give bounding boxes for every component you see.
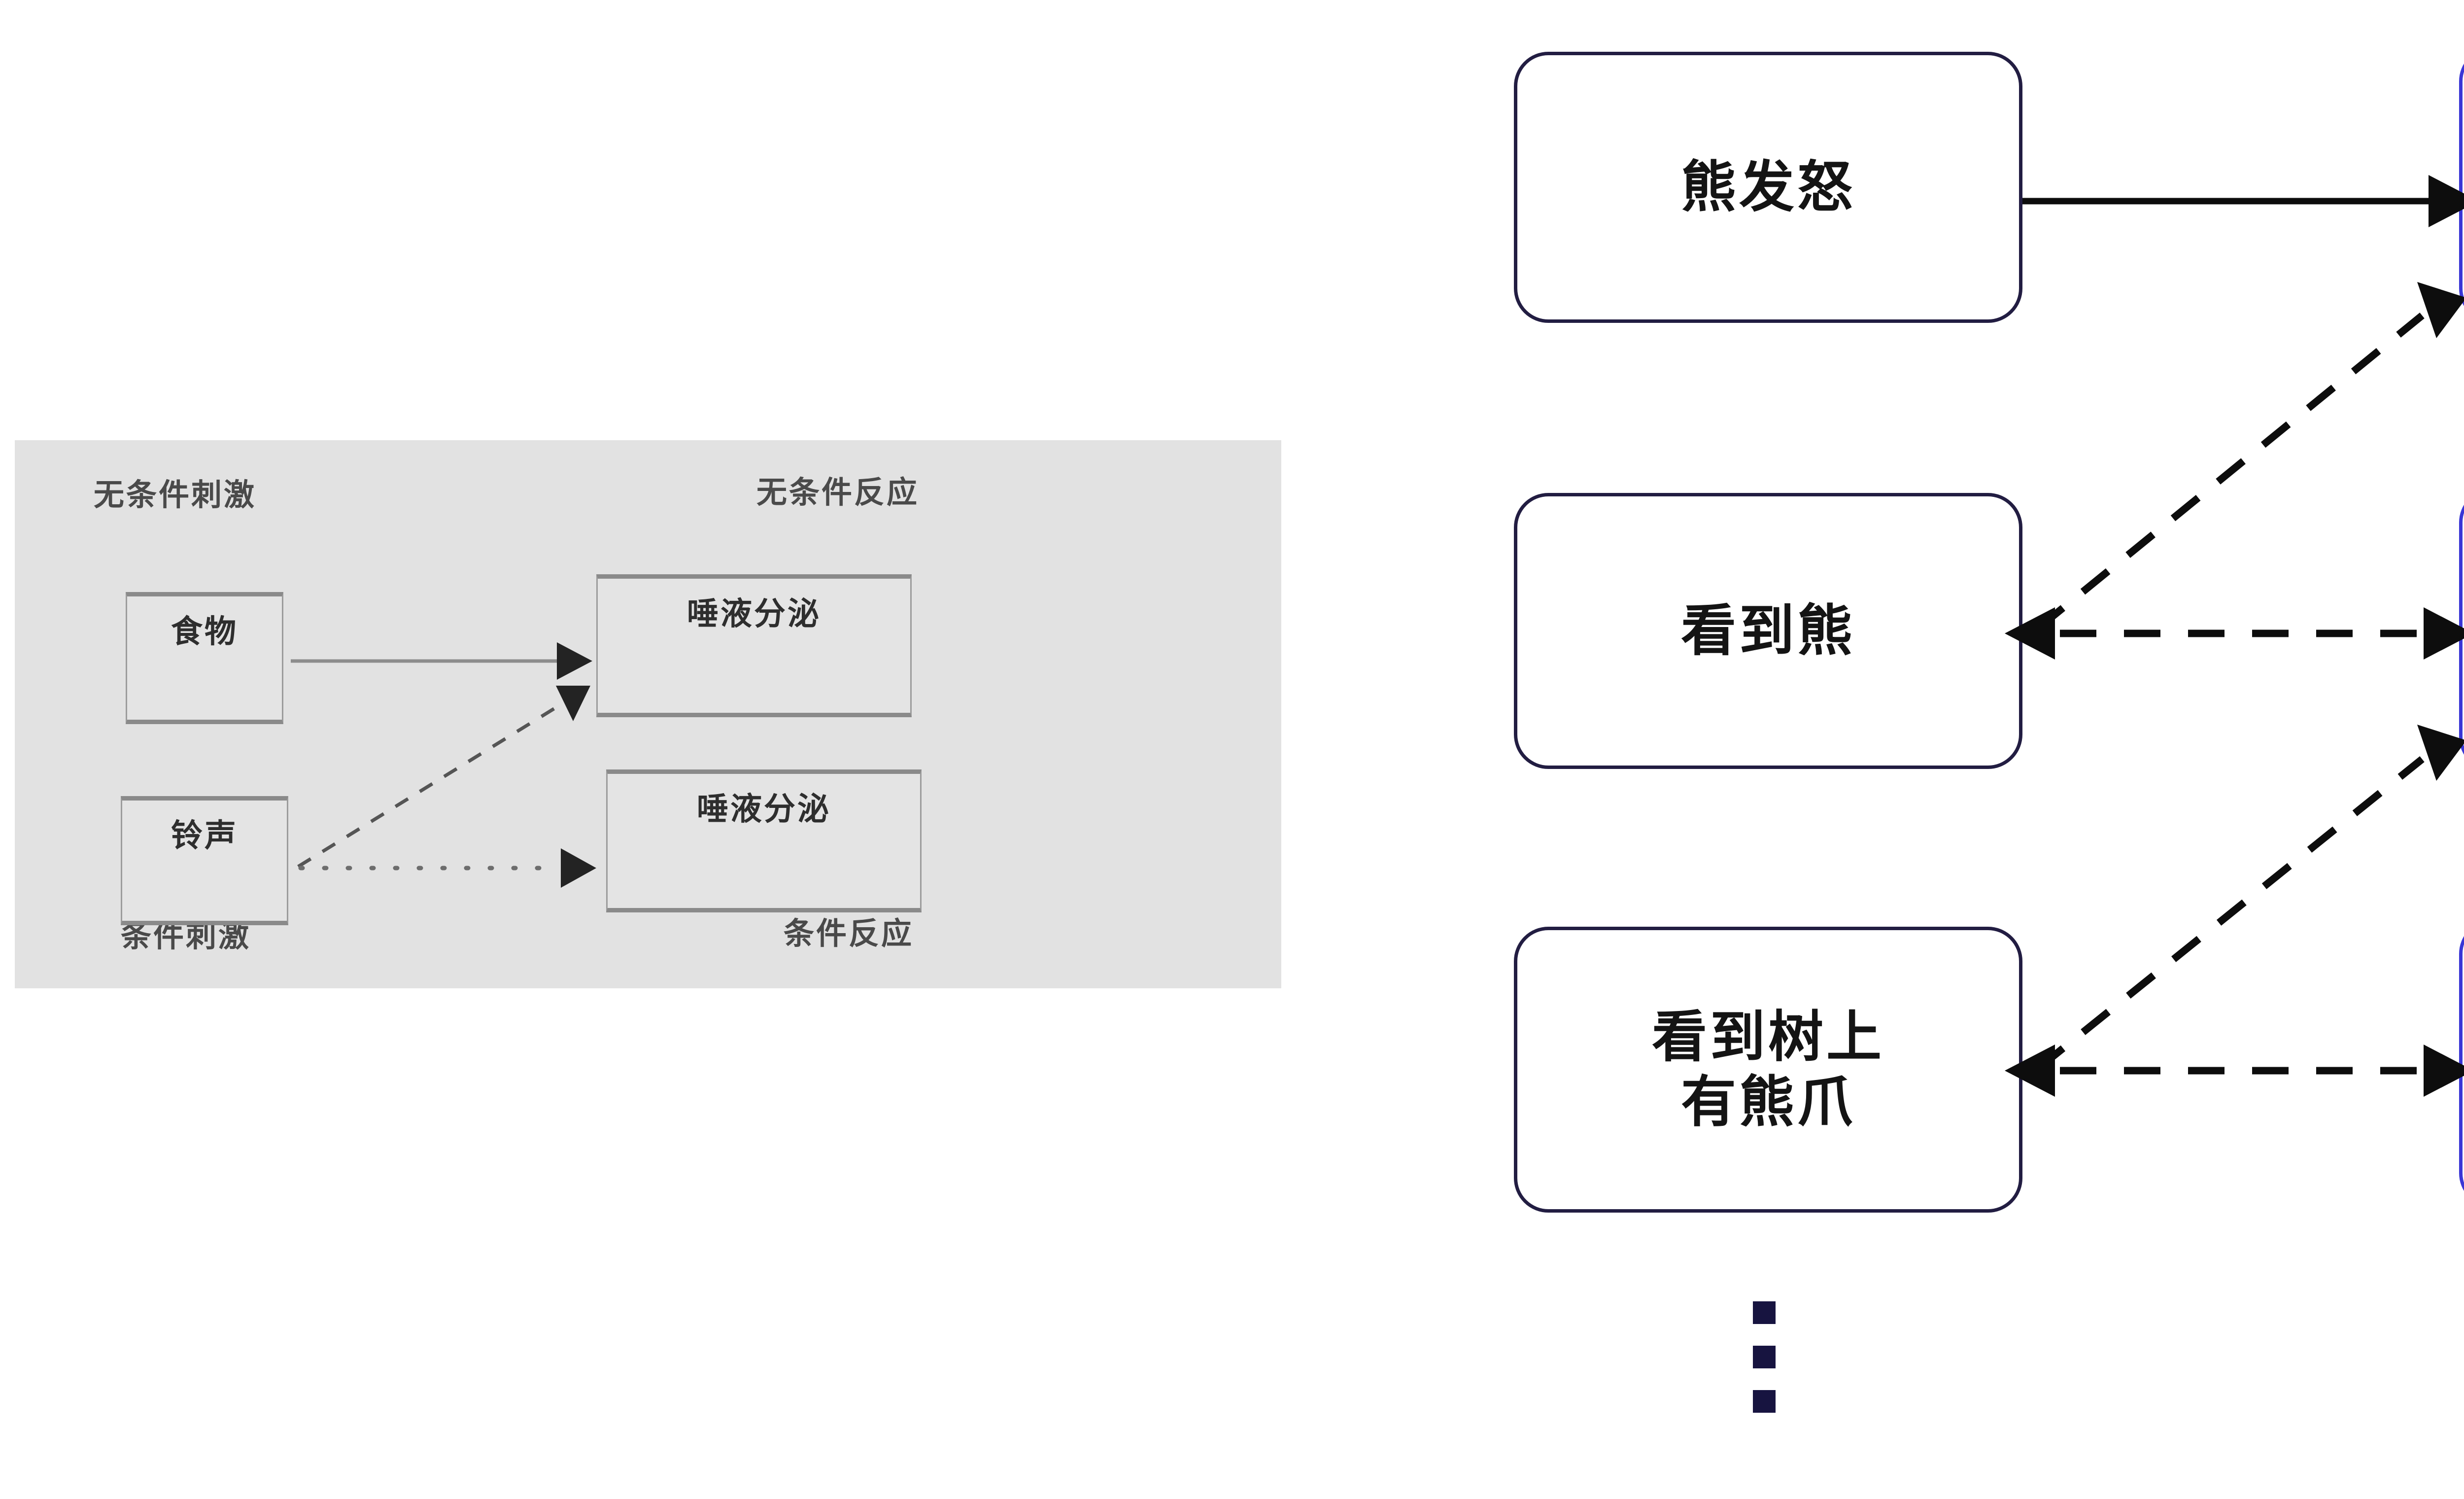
caption-unconditioned-stimulus: 无条件刺激 (94, 477, 257, 513)
edge-see-claw-to-v-s (2005, 1045, 2464, 1097)
node-see-claw[interactable]: 看到树上 有熊爪 (1514, 927, 2022, 1213)
ellipsis-dot (1753, 1301, 1776, 1324)
vertical-ellipsis-left (1753, 1301, 1776, 1413)
arrow-bell-to-salivation-unconditioned (297, 686, 590, 868)
pavlov-arrows (291, 642, 596, 888)
ellipsis-dot (1753, 1346, 1776, 1368)
ellipsis-dot (1753, 1390, 1776, 1413)
pavlov-box-food: 食物 (126, 592, 283, 724)
pavlov-box-bell-label: 铃声 (171, 818, 238, 854)
edge-see-bear-to-reward (2035, 282, 2464, 631)
classical-conditioning-panel: 无条件刺激 无条件反应 条件刺激 条件反应 食物 铃声 唾液分泌 唾液分泌 (15, 440, 1281, 988)
edge-see-bear-to-v-s-prime (2005, 607, 2464, 660)
edge-see-claw-to-v-s-prime (2035, 725, 2464, 1072)
node-see-claw-label: 看到树上 有熊爪 (1652, 1005, 1884, 1134)
node-see-bear-label: 看到熊 (1681, 598, 1855, 663)
node-see-bear[interactable]: 看到熊 (1514, 493, 2022, 769)
pavlov-box-salivation-conditioned: 唾液分泌 (606, 769, 922, 912)
node-reward[interactable]: 奖励 (2459, 47, 2464, 323)
arrow-food-to-salivation (291, 642, 592, 680)
node-bear-angry[interactable]: 熊发怒 (1514, 52, 2022, 323)
node-v-s-prime[interactable]: V(s′) (2459, 488, 2464, 771)
pavlov-box-salivation-unconditioned-label: 唾液分泌 (687, 596, 821, 632)
node-v-s[interactable]: V(s) (2459, 919, 2464, 1208)
arrow-bell-to-salivation-conditioned (298, 848, 596, 888)
node-bear-angry-label: 熊发怒 (1681, 155, 1855, 219)
caption-conditioned-response: 条件反应 (784, 915, 914, 951)
pavlov-box-food-label: 食物 (171, 614, 238, 650)
pavlov-box-salivation-unconditioned: 唾液分泌 (596, 574, 912, 717)
pavlov-box-salivation-conditioned-label: 唾液分泌 (697, 791, 831, 828)
pavlov-box-bell: 铃声 (121, 796, 288, 925)
edge-bear-angry-to-reward (2022, 175, 2464, 227)
caption-unconditioned-response: 无条件反应 (756, 474, 920, 510)
